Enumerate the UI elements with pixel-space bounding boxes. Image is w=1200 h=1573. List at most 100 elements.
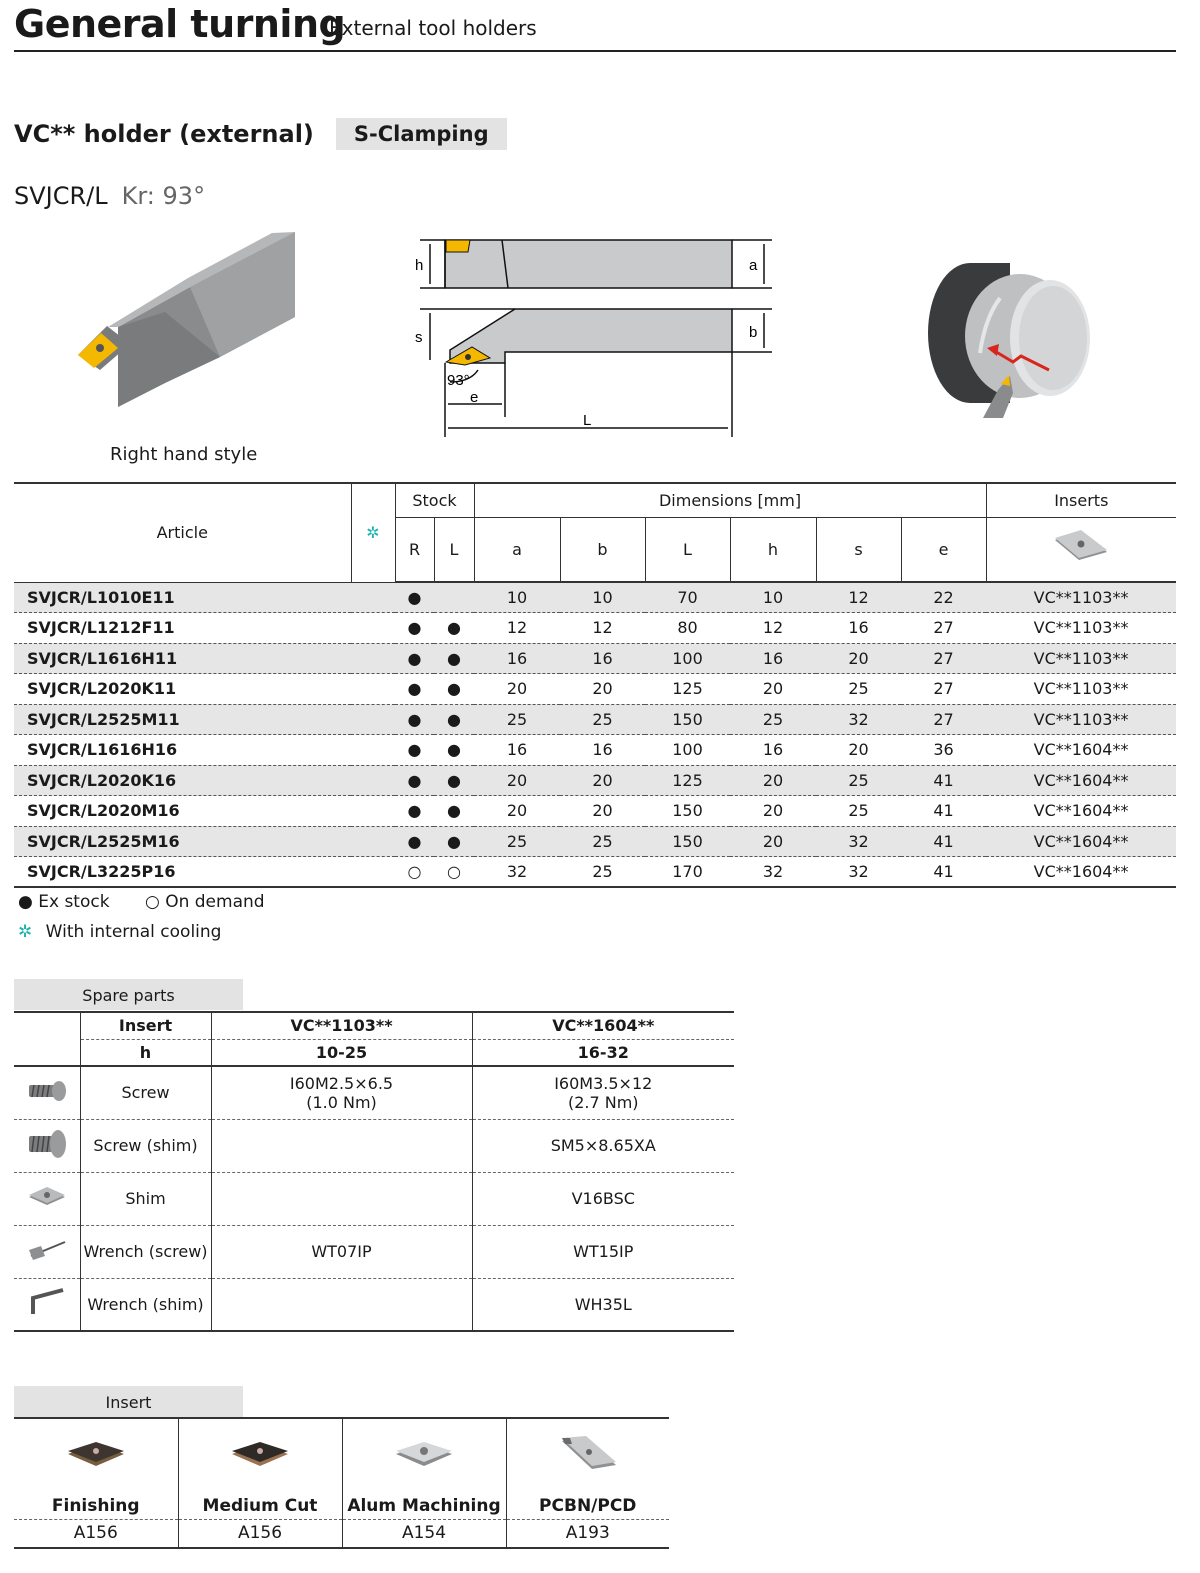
spare-col2-insert: VC**1604** — [472, 1011, 734, 1040]
article-code: SVJCR/L2525M16 — [14, 826, 351, 857]
stock-l: ● — [434, 643, 474, 674]
dim-b-header: b — [560, 517, 646, 583]
legend-ex-stock: ● Ex stock — [18, 892, 110, 912]
dim-s: 25 — [816, 673, 901, 705]
insert-code: VC**1604** — [986, 795, 1177, 827]
stock-r: ● — [395, 612, 434, 644]
dim-e: 41 — [901, 795, 987, 827]
dim-h: 20 — [730, 826, 816, 857]
spare-part-name: Wrench (screw) — [80, 1225, 212, 1279]
dim-a: 20 — [474, 673, 560, 705]
dim-Ld: 125 — [645, 765, 730, 796]
dim-a: 16 — [474, 643, 560, 674]
article-code: SVJCR/L1616H11 — [14, 643, 351, 674]
stock-l: ○ — [434, 856, 474, 888]
dim-e: 41 — [901, 765, 987, 796]
hex-key-icon — [14, 1278, 81, 1332]
label-s: s — [415, 329, 423, 346]
turning-operation-illustration — [928, 263, 1090, 418]
dim-s: 12 — [816, 582, 901, 613]
alum-insert-icon — [342, 1418, 507, 1496]
insert-code: VC**1604** — [986, 734, 1177, 766]
dim-s: 25 — [816, 765, 901, 796]
article-code: SVJCR/L2525M11 — [14, 704, 351, 735]
dim-b: 16 — [560, 734, 645, 766]
legend-on-demand: ○ On demand — [144, 892, 265, 912]
product-heading: VC** holder (external) S-Clamping — [14, 116, 507, 152]
spare-parts-tab: Spare parts — [14, 979, 243, 1010]
dim-h: 20 — [730, 795, 816, 827]
dim-s: 25 — [816, 795, 901, 827]
label-b: b — [749, 324, 757, 341]
insert-type-name: PCBN/PCD — [506, 1496, 669, 1520]
stock-l: ● — [434, 765, 474, 796]
stock-l: ● — [434, 795, 474, 827]
article-code: SVJCR/L2020M16 — [14, 795, 351, 827]
stock-r-header: R — [395, 517, 435, 583]
dim-Ld: 125 — [645, 673, 730, 705]
screw-icon — [14, 1066, 81, 1120]
spare-col1-value: WT07IP — [311, 1242, 372, 1261]
spare-insert-label: Insert — [80, 1011, 212, 1040]
spare-part-col2: WT15IP — [472, 1225, 734, 1279]
inserts-header: Inserts — [986, 482, 1177, 518]
stock-l: ● — [434, 826, 474, 857]
cooling-legend: ✲ With internal cooling — [18, 922, 221, 942]
dim-a: 10 — [474, 582, 560, 613]
spare-part-col1 — [211, 1172, 473, 1226]
dim-b: 12 — [560, 612, 645, 644]
spare-part-name: Screw — [80, 1066, 212, 1120]
dim-h: 16 — [730, 643, 816, 674]
spare-part-col2: V16BSC — [472, 1172, 734, 1226]
stock-r: ● — [395, 826, 434, 857]
spare-col1-h: 10-25 — [211, 1039, 473, 1067]
dim-h: 12 — [730, 612, 816, 644]
dim-e: 41 — [901, 856, 987, 888]
stock-legend: ● Ex stock ○ On demand — [18, 892, 265, 912]
dim-b: 25 — [560, 704, 645, 735]
dim-h: 16 — [730, 734, 816, 766]
dim-Ld: 150 — [645, 795, 730, 827]
page-header: General turning External tool holders — [14, 0, 1176, 52]
medium-cut-insert-icon — [178, 1418, 343, 1496]
dimension-diagram: h a s b 93° e L — [415, 239, 772, 437]
label-a: a — [749, 257, 758, 274]
spare-col2-value: WH35L — [574, 1294, 632, 1314]
spare-part-col2: SM5×8.65XA — [472, 1119, 734, 1173]
label-L: L — [583, 412, 591, 429]
spare-part-col1: WT07IP — [211, 1225, 473, 1279]
spare-part-col1 — [211, 1278, 473, 1332]
product-title: VC** holder (external) — [14, 120, 314, 148]
article-code: SVJCR/L3225P16 — [14, 856, 351, 888]
article-code: SVJCR/L1616H16 — [14, 734, 351, 766]
insert-type-name: Finishing — [14, 1496, 179, 1520]
article-header: Article — [14, 482, 352, 583]
dim-b: 25 — [560, 856, 645, 888]
insert-icon — [1055, 530, 1108, 561]
spare-part-col2: WH35L — [472, 1278, 734, 1332]
dim-s: 32 — [816, 826, 901, 857]
dim-a: 25 — [474, 826, 560, 857]
dim-b: 20 — [560, 673, 645, 705]
dim-h: 25 — [730, 704, 816, 735]
shim-screw-icon — [14, 1119, 81, 1173]
insert-code: VC**1604** — [986, 856, 1177, 888]
dim-e: 41 — [901, 826, 987, 857]
spare-col2-value: SM5×8.65XA — [550, 1136, 656, 1155]
spare-col1-insert: VC**1103** — [211, 1011, 473, 1040]
spare-col2-torque: (2.7 Nm) — [567, 1092, 639, 1112]
stock-l: ● — [434, 673, 474, 705]
dim-b: 10 — [560, 582, 645, 613]
spare-col1-value: I60M2.5×6.5 — [289, 1073, 394, 1093]
lead-angle: Kr: 93° — [121, 182, 206, 210]
stock-r: ● — [395, 765, 434, 796]
insert-type-name: Medium Cut — [178, 1496, 343, 1520]
cooling-legend-icon: ✲ — [18, 922, 33, 942]
dim-a: 12 — [474, 612, 560, 644]
dim-h: 32 — [730, 856, 816, 888]
